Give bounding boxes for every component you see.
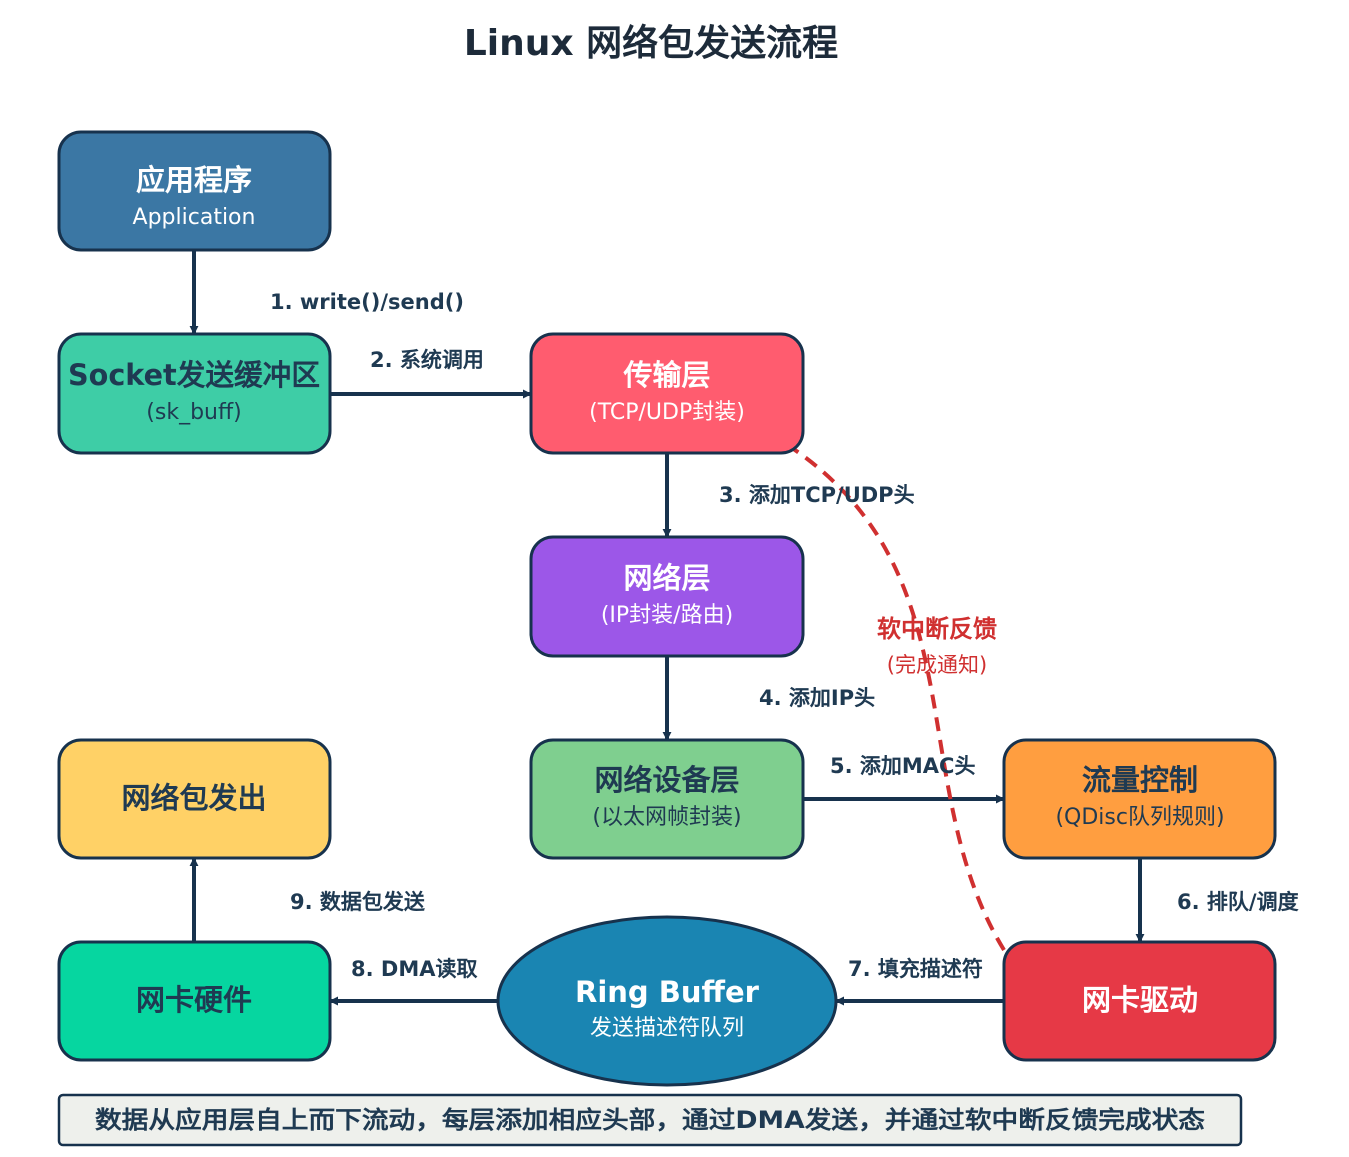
- node-qdisc-box: [1002, 738, 1277, 860]
- node-transport-box: [529, 332, 805, 455]
- node-driver-box: [1002, 940, 1277, 1062]
- node-transport: 传输层 (TCP/UDP封装): [529, 332, 805, 455]
- node-socket-subtitle: (sk_buff): [146, 400, 241, 425]
- node-ringbuffer: Ring Buffer 发送描述符队列: [496, 915, 838, 1087]
- edge-label-8: 8. DMA读取: [351, 957, 477, 981]
- node-transport-title: 传输层: [622, 358, 710, 392]
- connectors: [189, 250, 1145, 1006]
- edge-label-5: 5. 添加MAC头: [830, 754, 975, 778]
- node-transport-subtitle: (TCP/UDP封装): [589, 400, 745, 425]
- edge-label-9: 9. 数据包发送: [290, 890, 426, 914]
- feedback-subtitle: (完成通知): [887, 653, 987, 677]
- footer-note: 数据从应用层自上而下流动，每层添加相应头部，通过DMA发送，并通过软中断反馈完成…: [57, 1093, 1243, 1147]
- node-app-subtitle: Application: [133, 205, 256, 230]
- footer-text: 数据从应用层自上而下流动，每层添加相应头部，通过DMA发送，并通过软中断反馈完成…: [95, 1106, 1205, 1134]
- node-network-title: 网络层: [623, 561, 710, 595]
- edge-label-7: 7. 填充描述符: [848, 957, 983, 981]
- page-title: Linux 网络包发送流程: [464, 22, 838, 64]
- node-ringbuffer-subtitle: 发送描述符队列: [590, 1016, 744, 1041]
- node-out-title: 网络包发出: [121, 781, 266, 815]
- node-ringbuffer-title: Ring Buffer: [575, 975, 760, 1009]
- node-driver: 网卡驱动: [1002, 940, 1277, 1062]
- node-app-title: 应用程序: [136, 163, 252, 197]
- node-socket-title: Socket发送缓冲区: [68, 358, 320, 392]
- edge-label-2: 2. 系统调用: [370, 348, 484, 372]
- node-app-box: [57, 130, 332, 252]
- node-network-subtitle: (IP封装/路由): [601, 603, 733, 628]
- node-nic-title: 网卡硬件: [136, 983, 252, 1017]
- node-driver-title: 网卡驱动: [1082, 983, 1198, 1017]
- node-nic-box: [57, 940, 332, 1062]
- node-app: 应用程序 Application: [57, 130, 332, 252]
- node-netdev-subtitle: (以太网帧封装): [592, 805, 741, 830]
- node-network: 网络层 (IP封装/路由): [529, 535, 805, 658]
- node-qdisc: 流量控制 (QDisc队列规则): [1002, 738, 1277, 860]
- node-socket-box: [57, 332, 332, 455]
- edge-label-6: 6. 排队/调度: [1177, 890, 1299, 914]
- edge-label-4: 4. 添加IP头: [759, 686, 875, 710]
- node-netdev-box: [529, 738, 805, 860]
- edge-label-1: 1. write()/send(): [270, 290, 464, 314]
- node-nic: 网卡硬件: [57, 940, 332, 1062]
- node-netdev: 网络设备层 (以太网帧封装): [529, 738, 805, 860]
- softirq-feedback-arrow: [768, 432, 1006, 952]
- node-out: 网络包发出: [57, 738, 332, 860]
- footer-box: [57, 1093, 1243, 1147]
- feedback-title: 软中断反馈: [877, 615, 997, 643]
- node-qdisc-subtitle: (QDisc队列规则): [1055, 805, 1224, 830]
- node-network-box: [529, 535, 805, 658]
- node-netdev-title: 网络设备层: [594, 763, 739, 797]
- node-ringbuffer-shape: [496, 915, 838, 1087]
- node-out-box: [57, 738, 332, 860]
- node-qdisc-title: 流量控制: [1082, 763, 1198, 797]
- node-socket: Socket发送缓冲区 (sk_buff): [57, 332, 332, 455]
- edge-label-3: 3. 添加TCP/UDP头: [719, 483, 915, 507]
